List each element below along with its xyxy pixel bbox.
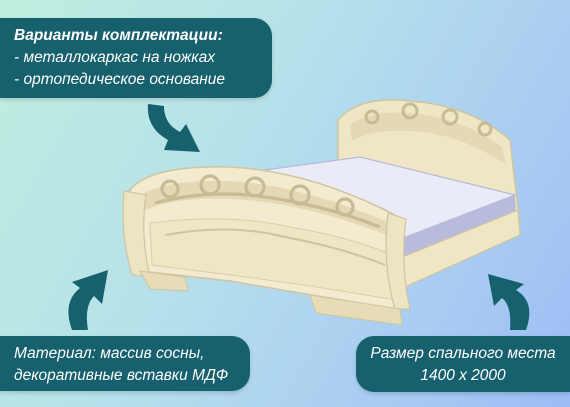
size-line-2: 1400 х 2000 — [420, 367, 506, 384]
size-line-1: Размер спального места — [370, 345, 556, 362]
material-line-2: декоративные вставки МДФ — [14, 367, 229, 384]
curved-arrow-icon — [488, 274, 530, 330]
curved-arrow-icon — [68, 270, 108, 330]
sleeping-size-callout: Размер спального места 1400 х 2000 — [356, 336, 570, 392]
material-line-1: Материал: массив сосны, — [14, 345, 205, 362]
curved-arrow-icon — [147, 104, 200, 152]
kit-option-metal-frame: - металлокаркас на ножках — [14, 49, 216, 66]
kit-options-callout: Варианты комплектации: - металлокаркас н… — [0, 18, 272, 98]
kit-options-heading: Варианты комплектации: — [14, 27, 223, 44]
kit-option-orthopedic-base: - ортопедическое основание — [14, 71, 225, 88]
material-callout: Материал: массив сосны, декоративные вст… — [0, 336, 250, 391]
bed-image — [122, 99, 521, 326]
